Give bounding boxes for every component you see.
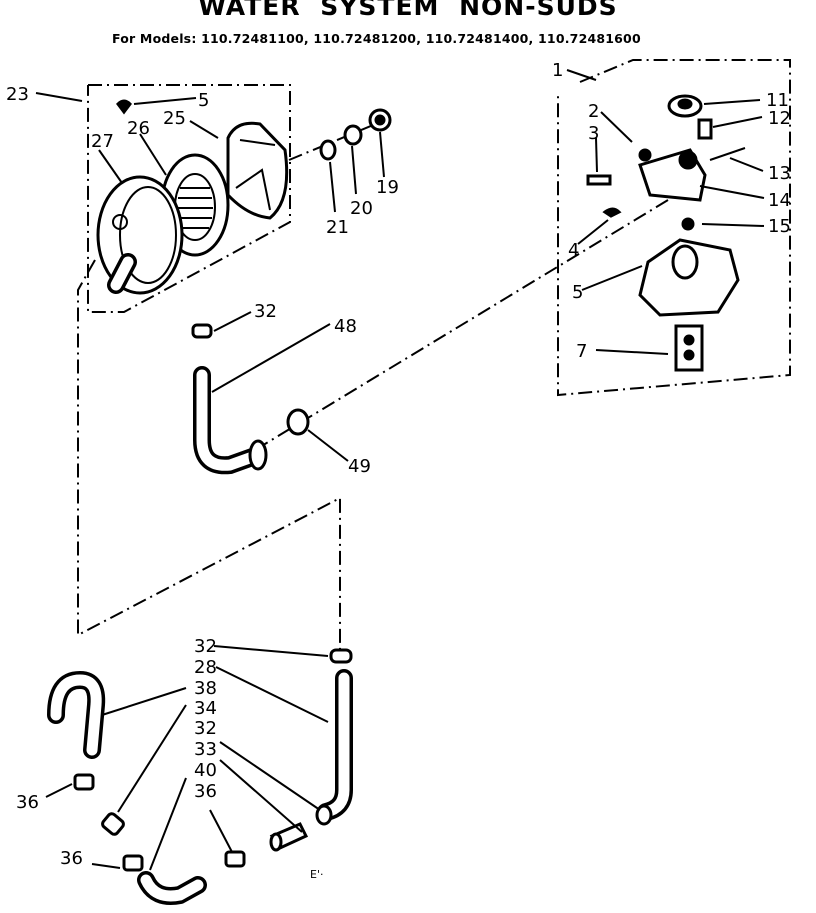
- callout-33: 33: [194, 739, 217, 760]
- part-2-screw: [638, 148, 652, 162]
- callout-25: 25: [163, 108, 186, 129]
- part-13-lever: [709, 147, 746, 161]
- models-line: For Models: 110.72481100, 110.72481200, …: [112, 31, 641, 46]
- part-4-clip: [602, 207, 622, 218]
- callout-32-lower: 32: [194, 636, 217, 657]
- callout-36-mid: 36: [194, 781, 217, 802]
- callout-26: 26: [127, 118, 150, 139]
- connector-line-hose: [264, 117, 391, 171]
- part-3-pin: [586, 174, 612, 186]
- part-21-washer: [319, 139, 337, 161]
- leader-lines: [35, 69, 765, 871]
- part-28-hose: [315, 669, 353, 826]
- group-box-1: [557, 59, 791, 397]
- callout-49: 49: [348, 456, 371, 477]
- part-40-elbow-hose: [137, 871, 207, 905]
- part-15-seal: [681, 217, 695, 231]
- callout-20: 20: [350, 198, 373, 219]
- part-5-clip: [116, 99, 132, 115]
- callout-28: 28: [194, 657, 217, 678]
- callout-34: 34: [194, 698, 217, 719]
- diagram-title: WATER SYSTEM NON-SUDS: [198, 0, 618, 21]
- callout-12: 12: [768, 108, 791, 129]
- callout-7: 7: [576, 341, 587, 362]
- part-12-spring: [697, 118, 713, 140]
- callout-21: 21: [326, 217, 349, 238]
- part-49-clamp: [286, 408, 310, 436]
- part-25-plate: [226, 121, 289, 220]
- callout-19: 19: [376, 177, 399, 198]
- pump-assembly: [586, 94, 746, 372]
- callout-15: 15: [768, 216, 791, 237]
- part-33-connector: [269, 822, 309, 852]
- part-32-clamp-lower: [329, 648, 353, 664]
- callout-23: 23: [6, 84, 29, 105]
- part-32-clamp-upper: [191, 323, 213, 339]
- callout-36-bottom: 36: [60, 848, 83, 869]
- callout-2: 2: [588, 101, 599, 122]
- connector-line-pump: [254, 199, 669, 451]
- callout-3: 3: [588, 123, 599, 144]
- callout-5-pump: 5: [572, 282, 583, 303]
- callout-14: 14: [768, 190, 791, 211]
- part-48-hose: [191, 323, 268, 475]
- callout-48: 48: [334, 316, 357, 337]
- part-36-fitting-a: [73, 773, 95, 791]
- callout-13: 13: [768, 163, 791, 184]
- callout-32-upper: 32: [254, 301, 277, 322]
- group-box-23: [87, 84, 291, 313]
- callout-32-mid: 32: [194, 718, 217, 739]
- part-38-hook-hose: [47, 670, 106, 759]
- part-34-connector: [101, 812, 125, 836]
- part-27-housing: [96, 175, 184, 295]
- callout-27: 27: [91, 131, 114, 152]
- callout-38: 38: [194, 678, 217, 699]
- callout-5: 5: [198, 90, 209, 111]
- part-36-fitting-b: [122, 854, 144, 872]
- part-36-fitting-c: [224, 850, 246, 868]
- callout-36-left: 36: [16, 792, 39, 813]
- callout-11: 11: [766, 90, 789, 111]
- part-7-filter: [674, 324, 704, 372]
- callout-1: 1: [552, 60, 563, 81]
- footer-mark: E'·: [310, 868, 323, 881]
- part-20-washer: [343, 124, 363, 146]
- callout-4: 4: [568, 240, 579, 261]
- callout-40: 40: [194, 760, 217, 781]
